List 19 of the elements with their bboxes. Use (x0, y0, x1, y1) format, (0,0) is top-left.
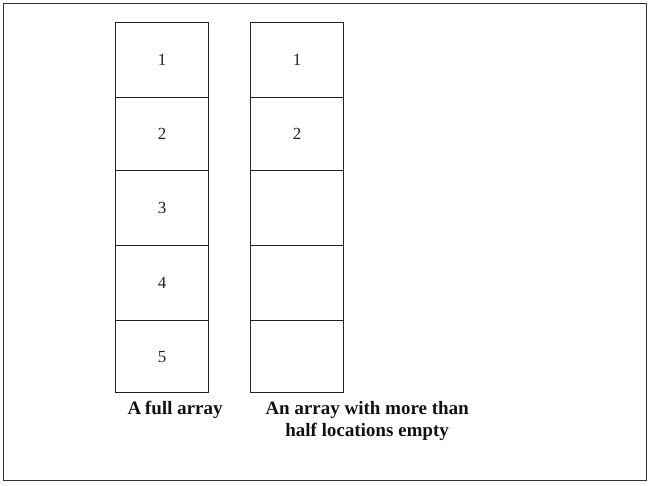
cell-number: 2 (158, 124, 166, 144)
cell-number: 5 (158, 346, 166, 366)
array-cell (250, 22, 344, 98)
cell-number: 3 (158, 198, 166, 218)
array-caption: An array with more than half locations empty (264, 398, 470, 442)
array-cell (115, 97, 209, 171)
array-cell (250, 97, 344, 171)
array-cell (115, 245, 209, 321)
cell-number: 2 (292, 124, 302, 144)
array-cell (115, 320, 209, 393)
cell-number: 1 (158, 50, 166, 70)
array-cell (250, 170, 344, 246)
array-cell (250, 320, 344, 393)
array-cell (250, 245, 344, 321)
array-cell (115, 22, 209, 98)
cell-number: 1 (292, 50, 302, 70)
array-caption: A full array (126, 398, 224, 420)
cell-number: 4 (158, 273, 166, 293)
array-cell (115, 170, 209, 246)
